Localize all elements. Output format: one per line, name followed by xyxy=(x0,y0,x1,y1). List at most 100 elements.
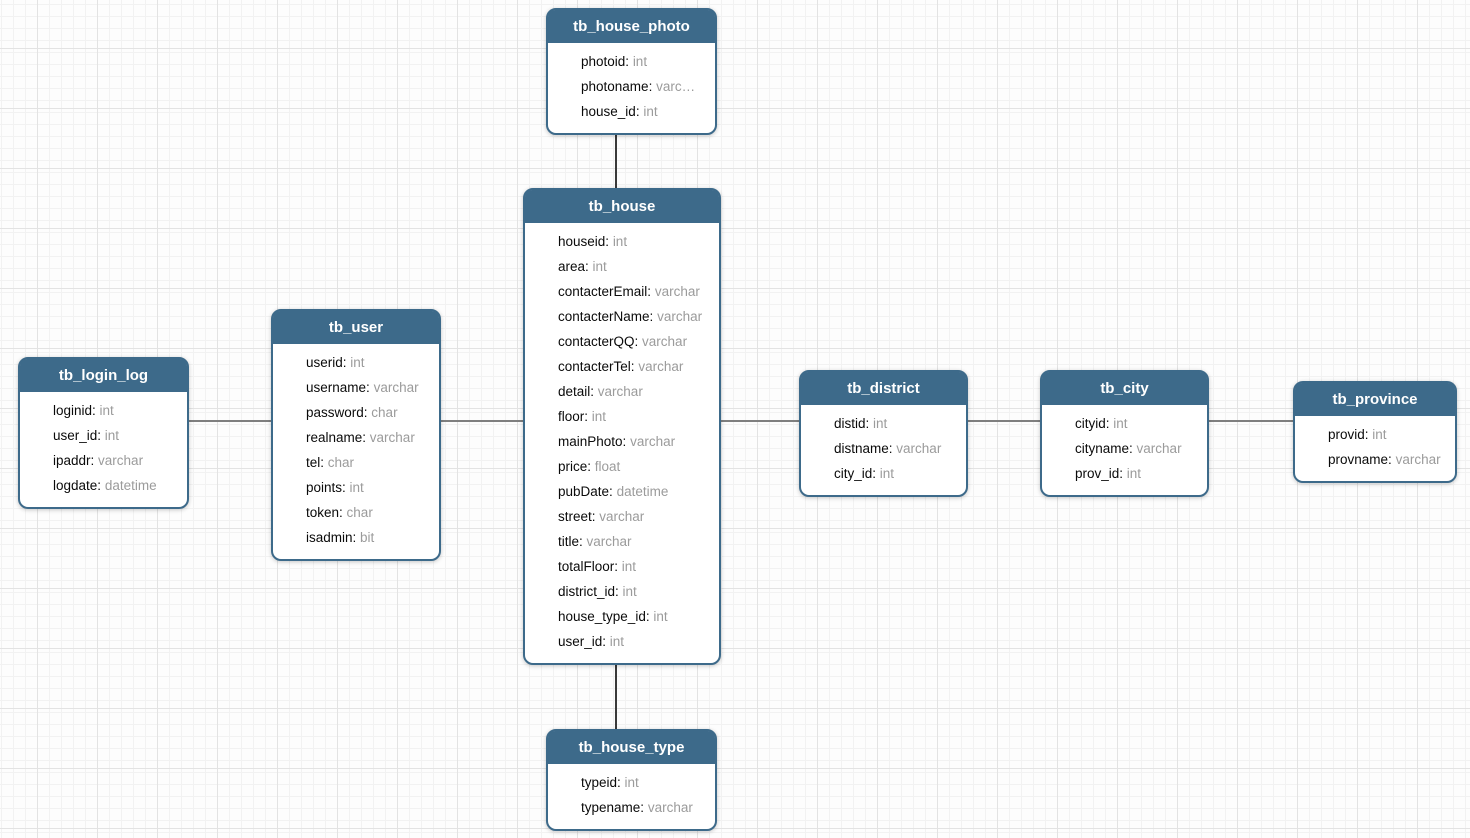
field-row-user_id[interactable]: user_id: int xyxy=(525,629,711,654)
field-row-logdate[interactable]: logdate: datetime xyxy=(20,473,179,498)
field-row-cityid[interactable]: cityid: int xyxy=(1042,411,1199,436)
field-type: int xyxy=(591,409,607,424)
field-type: int xyxy=(621,559,637,574)
field-row-tel[interactable]: tel: char xyxy=(273,450,431,475)
field-row-isadmin[interactable]: isadmin: bit xyxy=(273,525,431,550)
field-name: username xyxy=(306,380,367,395)
field-row-photoid[interactable]: photoid: int xyxy=(548,49,707,74)
field-type: varchar xyxy=(1395,452,1441,467)
field-row-loginid[interactable]: loginid: int xyxy=(20,398,179,423)
field-colon: : xyxy=(342,480,350,495)
field-type: bit xyxy=(360,530,375,545)
field-name: logdate xyxy=(53,478,98,493)
table-header-tb_login_log[interactable]: tb_login_log xyxy=(20,359,187,392)
field-row-street[interactable]: street: varchar xyxy=(525,504,711,529)
field-type: varchar xyxy=(597,384,643,399)
table-header-tb_house_photo[interactable]: tb_house_photo xyxy=(548,10,715,43)
field-row-area[interactable]: area: int xyxy=(525,254,711,279)
field-row-contacterName[interactable]: contacterName: varchar xyxy=(525,304,711,329)
table-header-tb_house_type[interactable]: tb_house_type xyxy=(548,731,715,764)
field-colon: : xyxy=(648,79,657,94)
field-type: varchar xyxy=(638,359,684,374)
field-type: int xyxy=(1126,466,1142,481)
field-row-photoname[interactable]: photoname: varc… xyxy=(548,74,707,99)
field-row-title[interactable]: title: varchar xyxy=(525,529,711,554)
field-row-points[interactable]: points: int xyxy=(273,475,431,500)
table-header-tb_province[interactable]: tb_province xyxy=(1295,383,1455,416)
field-colon: : xyxy=(615,584,623,599)
field-colon: : xyxy=(865,416,874,431)
field-type: char xyxy=(327,455,355,470)
field-name: user_id xyxy=(558,634,603,649)
table-title: tb_city xyxy=(1100,380,1149,397)
field-colon: : xyxy=(587,459,595,474)
field-colon: : xyxy=(1105,416,1114,431)
table-title: tb_user xyxy=(328,319,384,336)
field-row-ipaddr[interactable]: ipaddr: varchar xyxy=(20,448,179,473)
table-header-tb_user[interactable]: tb_user xyxy=(273,311,439,344)
field-row-detail[interactable]: detail: varchar xyxy=(525,379,711,404)
field-colon: : xyxy=(609,484,617,499)
field-name: prov_id xyxy=(1075,466,1120,481)
field-colon: : xyxy=(1388,452,1396,467)
field-row-contacterEmail[interactable]: contacterEmail: varchar xyxy=(525,279,711,304)
field-row-district_id[interactable]: district_id: int xyxy=(525,579,711,604)
field-row-user_id[interactable]: user_id: int xyxy=(20,423,179,448)
field-name: price xyxy=(558,459,588,474)
field-row-userid[interactable]: userid: int xyxy=(273,350,431,375)
field-type: char xyxy=(371,405,398,420)
field-colon: : xyxy=(366,380,374,395)
field-name: user_id xyxy=(53,428,98,443)
field-name: area xyxy=(558,259,586,274)
field-name: isadmin xyxy=(306,530,353,545)
field-row-house_id[interactable]: house_id: int xyxy=(548,99,707,124)
field-name: mainPhoto xyxy=(558,434,623,449)
field-name: realname xyxy=(306,430,363,445)
field-name: pubDate xyxy=(558,484,610,499)
field-name: house_type_id xyxy=(558,609,646,624)
field-row-distid[interactable]: distid: int xyxy=(801,411,958,436)
field-row-distname[interactable]: distname: varchar xyxy=(801,436,958,461)
field-row-password[interactable]: password: char xyxy=(273,400,431,425)
table-header-tb_district[interactable]: tb_district xyxy=(801,372,966,405)
field-row-provid[interactable]: provid: int xyxy=(1295,422,1447,447)
field-row-username[interactable]: username: varchar xyxy=(273,375,431,400)
field-row-pubDate[interactable]: pubDate: datetime xyxy=(525,479,711,504)
field-row-realname[interactable]: realname: varchar xyxy=(273,425,431,450)
field-row-contacterQQ[interactable]: contacterQQ: varchar xyxy=(525,329,711,354)
field-row-house_type_id[interactable]: house_type_id: int xyxy=(525,604,711,629)
field-colon: : xyxy=(617,775,625,790)
field-name: contacterName xyxy=(558,309,650,324)
field-row-houseid[interactable]: houseid: int xyxy=(525,229,711,254)
field-row-totalFloor[interactable]: totalFloor: int xyxy=(525,554,711,579)
table-header-tb_city[interactable]: tb_city xyxy=(1042,372,1207,405)
field-row-price[interactable]: price: float xyxy=(525,454,711,479)
field-row-contacterTel[interactable]: contacterTel: varchar xyxy=(525,354,711,379)
field-row-token[interactable]: token: char xyxy=(273,500,431,525)
field-row-mainPhoto[interactable]: mainPhoto: varchar xyxy=(525,429,711,454)
table-header-tb_house[interactable]: tb_house xyxy=(525,190,719,223)
field-row-city_id[interactable]: city_id: int xyxy=(801,461,958,486)
field-row-typename[interactable]: typename: varchar xyxy=(548,795,707,820)
field-row-typeid[interactable]: typeid: int xyxy=(548,770,707,795)
table-title: tb_login_log xyxy=(58,367,149,384)
field-colon: : xyxy=(97,428,105,443)
field-row-cityname[interactable]: cityname: varchar xyxy=(1042,436,1199,461)
field-row-prov_id[interactable]: prov_id: int xyxy=(1042,461,1199,486)
field-row-floor[interactable]: floor: int xyxy=(525,404,711,429)
field-colon: : xyxy=(605,234,613,249)
field-row-provname[interactable]: provname: varchar xyxy=(1295,447,1447,472)
